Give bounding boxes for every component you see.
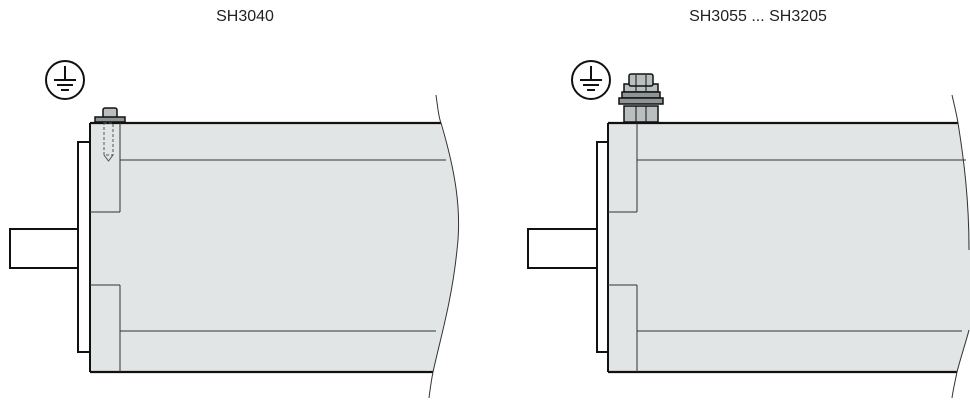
caption-sh3055-sh3205: SH3055 ... SH3205 bbox=[689, 8, 827, 25]
flange-left bbox=[77, 141, 91, 353]
protective-earth-icon bbox=[571, 60, 611, 100]
protective-earth-icon bbox=[45, 60, 85, 100]
motor-body-left bbox=[90, 123, 459, 372]
motor-right bbox=[527, 60, 970, 399]
shaft-left bbox=[9, 228, 79, 269]
caption-sh3040: SH3040 bbox=[216, 8, 274, 25]
break-line-right-bottom bbox=[951, 329, 970, 399]
break-line-right-top bbox=[951, 94, 970, 251]
shaft-right bbox=[527, 228, 598, 269]
ground-screw-left bbox=[94, 107, 126, 162]
ground-bolt-right bbox=[618, 73, 664, 123]
break-line-left bbox=[428, 94, 460, 399]
motor-body-right bbox=[608, 123, 970, 372]
flange-right bbox=[596, 141, 609, 353]
motor-left bbox=[9, 60, 460, 399]
